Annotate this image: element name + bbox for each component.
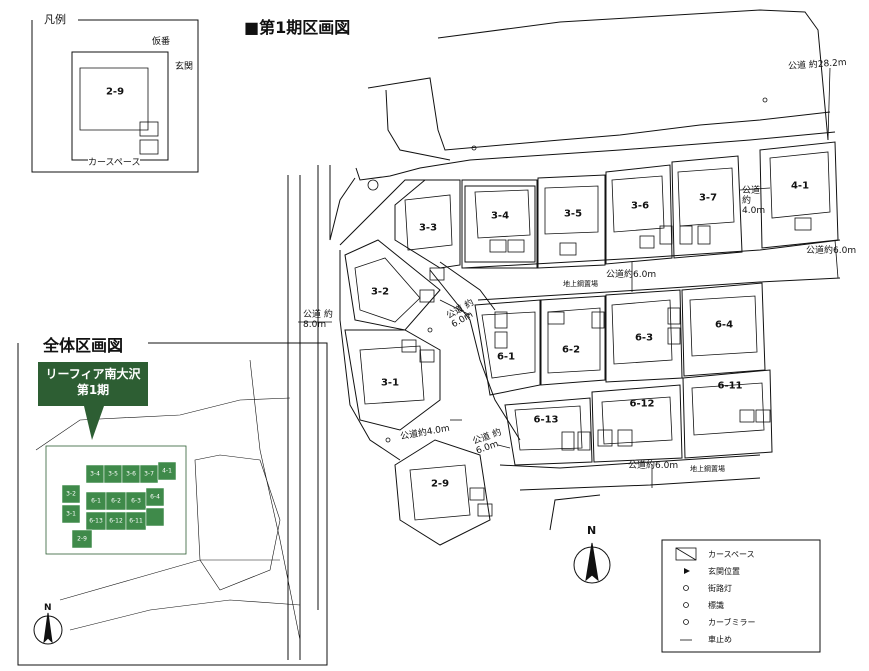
legend-plot-sample: 2-9 [105,86,125,98]
legend-mirror-label: カーブミラー [708,618,756,627]
plot-6-3 [605,289,683,383]
plot-label-6-12[interactable]: 6-12 [629,398,655,410]
plot-label-3-1[interactable]: 3-1 [380,377,400,389]
overview-plot-label-3-1: 3-1 [66,510,76,518]
north-label: N [587,524,597,537]
overview-plot-label-6-4: 6-4 [150,493,160,501]
plot-3-6 [605,164,673,265]
plot-4-1 [759,141,839,249]
road-label-4m: 公道 約4.0m [742,186,766,216]
plot-label-6-13[interactable]: 6-13 [533,414,559,426]
overview-plot-label-3-3: 3-3 [71,477,81,485]
overview-plot-label-6-13: 6-13 [89,517,103,525]
road-label-6m-top: 公道約6.0m [606,270,657,280]
overview-plot-label-6-1: 6-1 [91,497,101,505]
legend-temp-number: 仮番 [152,37,171,47]
storage-label-bottom: 地上鋼置場 [690,465,725,473]
road-label-8m: 公道 約8.0m [303,310,333,330]
legend-streetlight-label: 街路灯 [708,584,732,593]
legend-box-title: 凡例 [42,13,68,26]
plot-label-3-2[interactable]: 3-2 [370,286,390,298]
overview-plot-label-4-1: 4-1 [162,467,172,475]
whole-map-title: 全体区画図 [40,332,127,356]
plot-label-6-3[interactable]: 6-3 [634,332,654,344]
road-label-6m-bottom: 公道約6.0m [628,461,679,471]
plot-6-2 [540,295,606,386]
plot-3-1 [344,329,441,431]
overview-plot-label-6-12: 6-12 [109,517,123,525]
legend-car-space-label: カースペース [708,550,755,559]
plot-label-6-1[interactable]: 6-1 [496,351,516,363]
overview-plot-label-6-11: 6-11 [129,517,143,525]
plot-label-3-7[interactable]: 3-7 [698,192,718,204]
plot-2-9 [394,439,491,546]
north-label-small: N [44,603,52,613]
plot-6-13 [504,397,593,466]
phase1-title: ■第1期区画図 [244,18,351,37]
legend-car-space: カースペース [88,158,141,168]
plot-label-6-11[interactable]: 6-11 [717,380,743,392]
legend-sign-label: 標識 [708,601,724,610]
overview-plot-label-3-7: 3-7 [144,470,154,478]
plot-3-7 [671,155,743,259]
plot-label-6-2[interactable]: 6-2 [561,344,581,356]
plot-6-11 [682,369,773,459]
plot-label-3-5[interactable]: 3-5 [563,208,583,220]
plot-label-3-3[interactable]: 3-3 [418,222,438,234]
plot-3-4 [461,179,538,269]
overview-plot-label-3-2: 3-2 [66,490,76,498]
overview-plot-label-2-9: 2-9 [77,535,87,543]
overview-plot-label-3-5: 3-5 [108,470,118,478]
overview-plot-label-6-2: 6-2 [111,497,121,505]
plot-label-6-4[interactable]: 6-4 [714,319,734,331]
plot-label-3-6[interactable]: 3-6 [630,200,650,212]
plot-6-1 [474,299,541,396]
overview-plot-label-6-3: 6-3 [131,497,141,505]
legend-entrance-label: 玄関位置 [708,567,740,576]
plot-label-2-9[interactable]: 2-9 [430,478,450,490]
plot-6-12 [591,384,683,463]
plot-3-2 [344,239,441,331]
plot-label-4-1[interactable]: 4-1 [790,180,810,192]
plot-3-5 [537,174,606,269]
overview-plot-label-3-6: 3-6 [126,470,136,478]
project-callout: リーフィア南大沢 第1期 [45,367,141,397]
overview-plot-label-3-4: 3-4 [90,470,100,478]
plot-3-3 [394,179,461,269]
road-label-6m-right: 公道約6.0m [806,246,857,256]
legend-entrance: 玄関 [175,62,194,72]
plot-label-3-4[interactable]: 3-4 [490,210,510,222]
storage-label-top: 地上鋼置場 [563,280,598,288]
legend-car-stop-label: 車止め [708,635,732,644]
